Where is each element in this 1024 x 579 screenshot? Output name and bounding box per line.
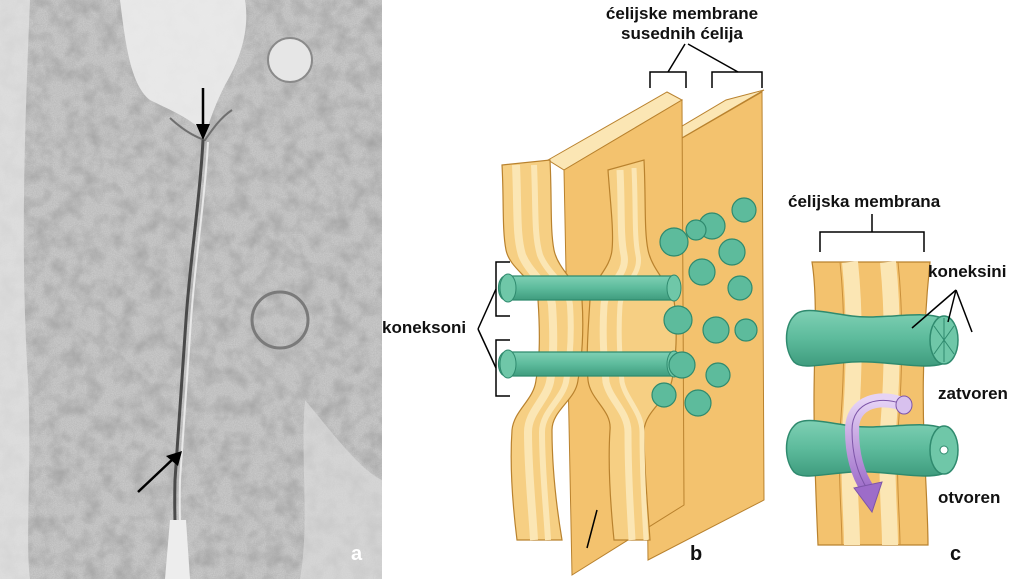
panel-c-connexon-closeup	[785, 214, 973, 546]
arrow-bottom	[137, 451, 182, 493]
connexins-label: koneksini	[928, 262, 1007, 281]
micrograph-image	[0, 0, 382, 579]
panel-a-micrograph: a	[0, 0, 382, 579]
panel-c-letter: c	[950, 543, 962, 565]
connexons-label: koneksoni	[382, 318, 467, 337]
panel-b-3d-membranes	[477, 43, 765, 576]
connexon-channel-lower	[497, 349, 682, 379]
panel-b-c-diagrams: ćelijske membrane susednih ćelija koneks…	[382, 0, 1024, 579]
title-line-1: ćelijske membrane	[605, 4, 759, 23]
adjacent-membranes-title: ćelijske membrane susednih ćelija	[602, 4, 762, 44]
panel-a-letter: a	[351, 543, 363, 565]
title-line-2: susednih ćelija	[621, 24, 743, 43]
open-label: otvoren	[938, 488, 1001, 507]
arrow-top	[196, 88, 210, 140]
connexon-open	[785, 419, 959, 477]
gap-junction-diagram	[477, 43, 973, 576]
rotation-arrow	[844, 393, 913, 514]
panel-b-letter: b	[690, 543, 703, 565]
connexon-closed	[785, 309, 959, 367]
connexon-channel-upper	[497, 273, 682, 303]
connexon-array	[651, 197, 758, 417]
cell-membrane-label: ćelijska membrana	[788, 192, 941, 211]
closed-label: zatvoren	[938, 384, 1008, 403]
